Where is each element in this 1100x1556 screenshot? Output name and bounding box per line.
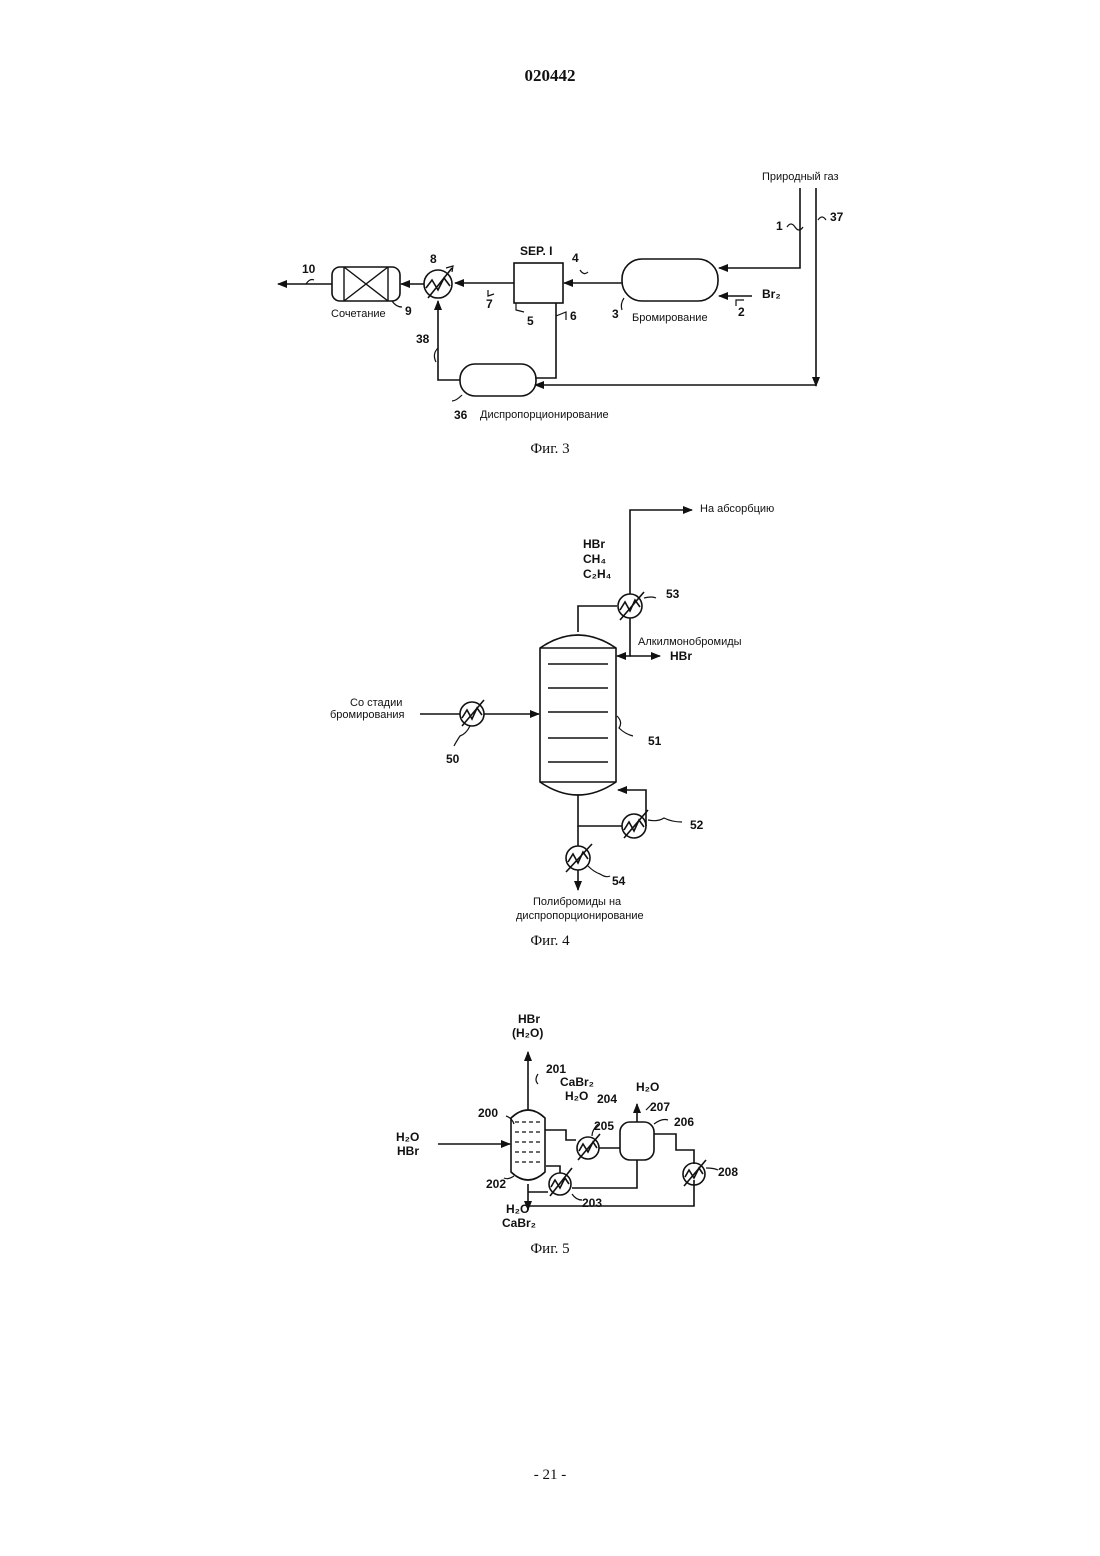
fig3-ref-10: 10 — [302, 262, 315, 276]
fig3-ref-2: 2 — [738, 305, 745, 319]
fig4-ref-52: 52 — [690, 818, 703, 832]
fig3-ref-6: 6 — [570, 309, 577, 323]
fig5-vessel-206 — [620, 1122, 654, 1160]
fig3-separator — [514, 263, 563, 303]
fig3-diagram — [278, 188, 826, 401]
fig5-top-h2o: (H₂O) — [512, 1027, 543, 1040]
fig5-h2o-a: H₂O — [565, 1090, 588, 1103]
fig4-to-absorption-line — [630, 510, 692, 594]
fig4-column-51 — [540, 635, 616, 795]
fig3-ref-4: 4 — [572, 251, 579, 265]
fig4-poly-label-1: Полибромиды на — [533, 896, 621, 908]
fig3-ref-38: 38 — [416, 332, 429, 346]
fig3-ref-5: 5 — [527, 314, 534, 328]
fig5-in-hbr: HBr — [397, 1145, 419, 1158]
fig3-separator-label: SEP. I — [520, 244, 552, 258]
fig3-br2-label: Br₂ — [762, 288, 781, 301]
fig3-ref-3: 3 — [612, 307, 619, 321]
fig3-ref-37: 37 — [830, 210, 843, 224]
fig5-out-h2o: H₂O — [506, 1203, 529, 1216]
fig5-ref-200: 200 — [478, 1106, 498, 1120]
fig3-bromination-reactor — [622, 259, 718, 301]
fig5-top-hbr: HBr — [518, 1013, 540, 1026]
fig3-caption: Фиг. 3 — [450, 441, 650, 458]
fig4-poly-label-2: диспропорционирование — [516, 910, 644, 922]
page-number: - 21 - — [0, 1467, 1100, 1484]
fig5-ref-208: 208 — [718, 1165, 738, 1179]
fig5-ref-201: 201 — [546, 1062, 566, 1076]
fig5-ref-205: 205 — [594, 1119, 614, 1133]
fig5-ref-207: 207 — [650, 1100, 670, 1114]
fig3-coupling-label: Сочетание — [331, 308, 386, 320]
fig4-reflux-line — [617, 618, 630, 656]
fig4-side-hbr: HBr — [670, 650, 692, 663]
fig5-ref-203: 203 — [582, 1196, 602, 1210]
fig5-h2o-b: H₂O — [636, 1081, 659, 1094]
fig5-column-200 — [511, 1110, 545, 1180]
fig5-cabr2-a: CaBr₂ — [560, 1076, 594, 1089]
fig4-to-absorption-label: На абсорбцию — [700, 503, 774, 515]
fig3-ref-36: 36 — [454, 408, 467, 422]
fig4-top-ch4: CH₄ — [583, 553, 606, 566]
fig4-alkylmonobromides-label: Алкилмонобромиды — [638, 636, 742, 648]
fig3-ref-7: 7 — [486, 297, 493, 311]
fig3-stream-38 — [438, 301, 460, 380]
fig4-top-c2h4: C₂H₄ — [583, 568, 611, 581]
fig4-reboiler-line — [578, 795, 622, 826]
fig5-caption: Фиг. 5 — [450, 1241, 650, 1258]
fig4-caption: Фиг. 4 — [450, 933, 650, 950]
fig3-disproportionation-label: Диспропорционирование — [480, 409, 609, 421]
fig5-in-h2o: H₂O — [396, 1131, 419, 1144]
fig4-top-hbr: HBr — [583, 538, 605, 551]
fig5-ref-206: 206 — [674, 1115, 694, 1129]
fig3-stream-6 — [535, 303, 556, 378]
fig5-ref-202: 202 — [486, 1177, 506, 1191]
fig4-overhead-line — [578, 606, 617, 632]
fig3-ref-8: 8 — [430, 252, 437, 266]
fig3-disproportionation-reactor — [460, 364, 536, 396]
fig3-ref-1: 1 — [776, 219, 783, 233]
fig4-ref-54: 54 — [612, 874, 625, 888]
fig4-ref-53: 53 — [666, 587, 679, 601]
fig4-ref-50: 50 — [446, 752, 459, 766]
fig3-ref-9: 9 — [405, 304, 412, 318]
fig5-ref-204: 204 — [597, 1092, 617, 1106]
fig3-stream-1 — [719, 188, 800, 268]
fig4-ref-51: 51 — [648, 734, 661, 748]
fig4-feed-label-2: бромирования — [330, 709, 405, 721]
fig4-diagram — [420, 510, 692, 890]
fig5-out-cabr2: CaBr₂ — [502, 1217, 536, 1230]
fig3-bromination-label: Бромирование — [632, 312, 708, 324]
fig3-natural-gas-label: Природный газ — [762, 171, 839, 183]
fig4-feed-label-1: Со стадии — [350, 697, 390, 709]
